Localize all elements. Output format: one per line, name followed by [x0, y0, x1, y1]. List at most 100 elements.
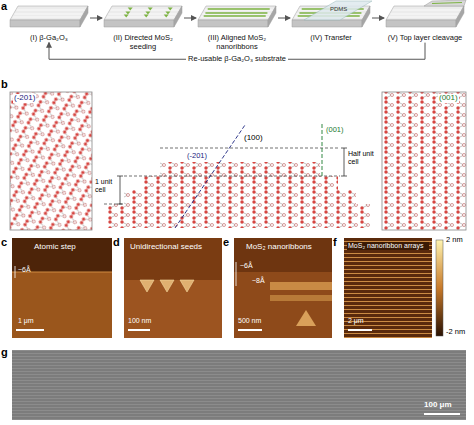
annotation-label: (001) [326, 126, 344, 134]
annotation-label: -2 nm [446, 328, 465, 336]
panel-letter: a [1, 0, 7, 12]
unit-cell-guides [120, 176, 121, 204]
afm-image [128, 329, 150, 331]
crystal-lattice [10, 92, 92, 230]
atomic-step [389, 17, 457, 18]
afm-image [436, 240, 443, 336]
panel-letter: d [113, 236, 120, 248]
afm-image [12, 350, 466, 420]
annotation-label: MoS₂ nanoribbon arrays [347, 242, 429, 250]
afm-image [180, 280, 194, 292]
panel-letter: f [333, 236, 337, 248]
slab-side [456, 6, 464, 27]
mos2-seed [124, 15, 129, 18]
afm-image [234, 238, 332, 338]
cleaved-layer [424, 0, 466, 6]
afm-image [270, 295, 332, 301]
unit-cell-guides [117, 176, 123, 177]
afm-image [12, 238, 112, 338]
step-label: (II) Directed MoS₂ seeding [102, 34, 184, 51]
annotation-label: ~6Å [240, 262, 253, 270]
afm-image [238, 329, 262, 331]
annotation-label: ~8Å [252, 277, 265, 285]
mos2-seed [168, 8, 173, 11]
crystal-lattice [382, 92, 466, 230]
mos2-seed [145, 12, 150, 15]
atomic-step [393, 10, 461, 11]
annotation-label: 1 unit cell [95, 178, 119, 193]
afm-image [140, 280, 154, 292]
atomic-step [111, 10, 179, 11]
afm-image [236, 262, 237, 286]
slab-top [104, 6, 182, 20]
flow-arrow [372, 18, 384, 19]
slab-top [198, 6, 276, 20]
annotation-label: 2 nm [446, 236, 463, 244]
afm-image [270, 282, 332, 290]
slab-front [292, 20, 362, 27]
mos2-ribbon [432, 3, 462, 4]
annotation-label: PDMS [330, 6, 347, 13]
slab-side [174, 6, 182, 27]
afm-image [424, 413, 460, 415]
slab-front [104, 20, 174, 27]
slab-side [80, 6, 88, 27]
annotation-label: Half unit cell [348, 150, 378, 165]
atomic-step [107, 17, 175, 18]
annotation-label: (100) [244, 134, 263, 143]
annotation-label: (-201) [186, 152, 208, 160]
annotation-label: 100 nm [128, 317, 151, 325]
process-step: (I) β-Ga₂O₃ [8, 4, 90, 43]
unit-cell-guides [160, 148, 340, 149]
atomic-step [202, 14, 270, 15]
mos2-seed [165, 12, 170, 15]
afm-image [15, 266, 16, 278]
annotation-label: ~6Å [18, 266, 31, 274]
step-label: (V) Top layer cleavage [384, 34, 466, 43]
afm-image [124, 238, 222, 338]
panel-letter: e [223, 236, 229, 248]
unit-cell-guides [104, 204, 124, 205]
afm-image [296, 310, 316, 326]
crystal-lattice [160, 162, 320, 176]
substrate-slab [292, 1, 372, 27]
step-label: (I) β-Ga₂O₃ [8, 34, 90, 43]
mos2-seed [148, 8, 153, 11]
process-step: (V) Top layer cleavage [384, 4, 466, 43]
crystal-lattice [10, 92, 466, 230]
annotation-label: Unidirectional seeds [130, 243, 202, 252]
mos2-seed [128, 8, 133, 11]
annotation-label: 2 μm [348, 317, 364, 325]
afm-image [160, 280, 174, 292]
mos2-ribbon [205, 12, 267, 14]
edge-label: Re-usable β-Ga₂O₃ substrate [186, 55, 288, 64]
slab-front [10, 20, 80, 27]
pdms-sheet [304, 1, 372, 20]
slab-top [386, 6, 464, 20]
annotation-label: MoS₂ nanoribbons [246, 243, 312, 252]
step-label: (IV) Transfer [290, 34, 372, 43]
unit-cell-guides [344, 148, 345, 176]
annotation-label: 500 nm [238, 317, 261, 325]
process-step: (II) Directed MoS₂ seeding [102, 4, 184, 51]
afm-image [12, 238, 466, 420]
crystal-lattice [124, 190, 356, 204]
substrate-slab [386, 0, 466, 27]
step-label: (III) Aligned MoS₂ nanoribbons [196, 34, 278, 51]
panel-letter: c [1, 236, 7, 248]
unit-cell-guides [322, 124, 323, 176]
annotation-label: Atomic step [34, 243, 76, 252]
afm-image [234, 272, 332, 338]
atomic-step [108, 14, 176, 15]
slab-top [10, 6, 88, 20]
atomic-step [17, 10, 85, 11]
atomic-step [14, 14, 82, 15]
substrate-slab [10, 6, 88, 27]
slab-front [198, 20, 268, 27]
afm-image [344, 238, 432, 338]
annotation-label: (-201) [13, 94, 36, 103]
annotation-label: 100 μm [424, 401, 452, 410]
annotation-label: (001) [438, 94, 459, 103]
atomic-step [13, 17, 81, 18]
